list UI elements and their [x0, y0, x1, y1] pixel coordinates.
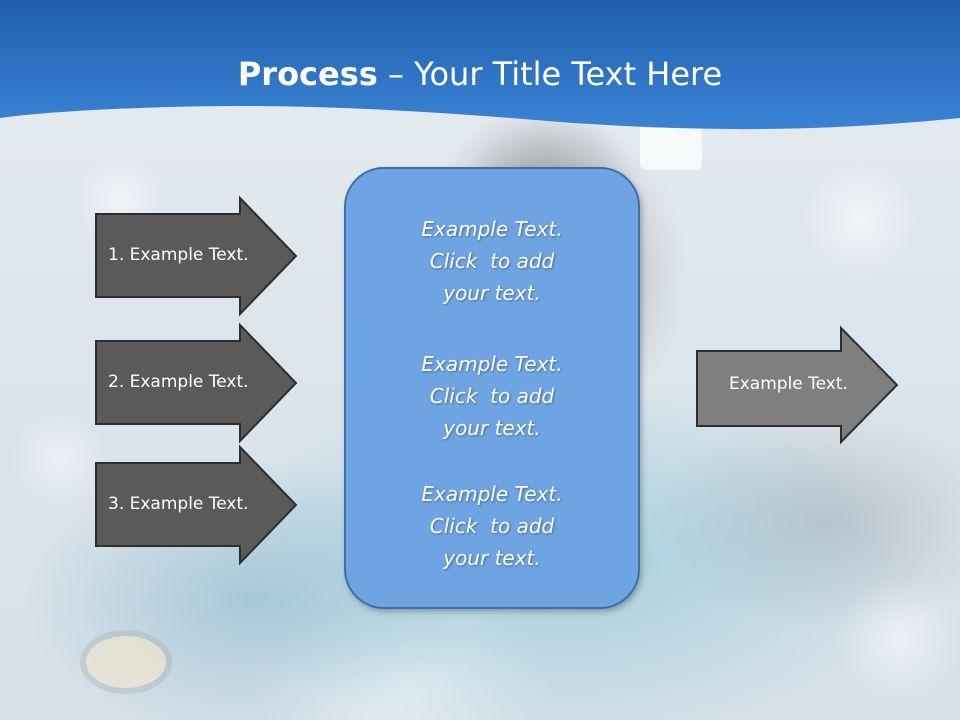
title-bold: Process — [237, 55, 378, 93]
arrow-3-shape — [95, 444, 298, 566]
center-text-line: your text. — [443, 281, 541, 305]
input-arrow-2-label: 2. Example Text. — [108, 372, 249, 392]
output-arrow-shape — [696, 325, 899, 445]
center-text-block-1[interactable]: Example Text. Click to add your text. — [346, 213, 638, 309]
title-banner: Process – Your Title Text Here — [0, 0, 960, 150]
center-text-line: Example Text. — [421, 217, 563, 241]
output-arrow[interactable]: Example Text. — [696, 325, 899, 445]
title-banner-shape — [0, 0, 960, 130]
center-text-line: Click to add — [429, 514, 555, 538]
output-arrow-label: Example Text. — [729, 374, 848, 394]
title-rest: – Your Title Text Here — [377, 55, 723, 93]
center-text-line: Example Text. — [421, 352, 563, 376]
arrow-2-shape — [95, 322, 298, 444]
input-arrow-3-label: 3. Example Text. — [108, 494, 249, 514]
center-text-line: your text. — [443, 416, 541, 440]
center-text-block-3[interactable]: Example Text. Click to add your text. — [346, 478, 638, 574]
center-text-line: your text. — [443, 546, 541, 570]
center-process-box[interactable]: Example Text. Click to add your text. Ex… — [344, 167, 640, 609]
background-hat — [640, 122, 702, 170]
center-text-line: Example Text. — [421, 482, 563, 506]
background-badge — [86, 636, 166, 688]
center-text-block-2[interactable]: Example Text. Click to add your text. — [346, 348, 638, 444]
center-text-line: Click to add — [429, 384, 555, 408]
input-arrow-1[interactable]: 1. Example Text. — [95, 195, 298, 317]
center-text-line: Click to add — [429, 249, 555, 273]
slide-title: Process – Your Title Text Here — [0, 52, 960, 96]
input-arrow-2[interactable]: 2. Example Text. — [95, 322, 298, 444]
arrow-1-shape — [95, 195, 298, 317]
input-arrow-3[interactable]: 3. Example Text. — [95, 444, 298, 566]
input-arrow-1-label: 1. Example Text. — [108, 245, 249, 265]
